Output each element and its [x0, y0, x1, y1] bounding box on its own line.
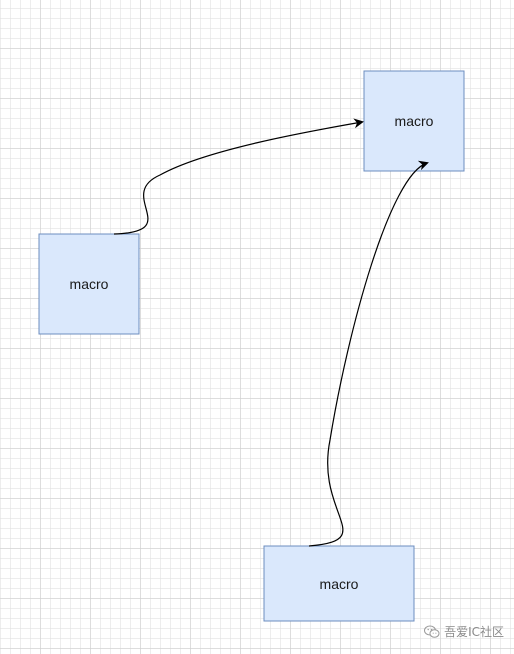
edge-bottom-to-top-right[interactable]	[308, 160, 429, 547]
node-macro-top-right-label: macro	[395, 113, 434, 129]
watermark: 吾爱IC社区	[424, 623, 504, 640]
node-macro-bottom-shape[interactable]	[263, 545, 415, 622]
watermark-text: 吾爱IC社区	[444, 625, 504, 639]
node-macro-bottom[interactable]: macro	[263, 545, 415, 622]
node-macro-bottom-label: macro	[320, 576, 359, 592]
node-macro-left-shape[interactable]	[38, 233, 140, 335]
edge-left-to-top-right[interactable]	[113, 118, 364, 235]
node-macro-left[interactable]: macro	[38, 233, 140, 335]
node-macro-top-right-shape[interactable]	[363, 70, 465, 172]
node-macro-top-right[interactable]: macro	[363, 70, 465, 172]
wechat-icon	[424, 625, 440, 638]
node-macro-left-label: macro	[70, 276, 109, 292]
